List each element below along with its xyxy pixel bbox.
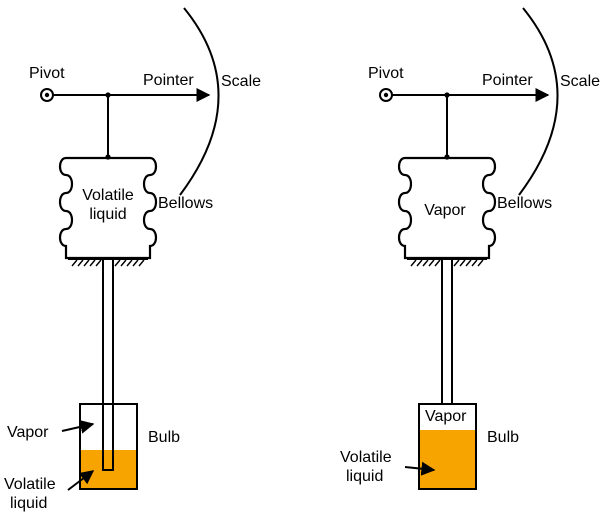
right-bulb-label: Bulb (487, 429, 519, 446)
left-diagram: Scale Pivot Pointer Volatile liquid Bell… (4, 7, 261, 512)
left-bellows-label: Bellows (158, 195, 213, 212)
right-liquid-label-line2: liquid (346, 468, 383, 485)
left-ground-hatch (68, 258, 148, 267)
left-liquid-label-line1: Volatile (4, 476, 56, 493)
right-ground-hatch (407, 258, 487, 267)
right-bellows-content: Vapor (424, 202, 466, 219)
left-pivot-center (44, 92, 50, 98)
right-capillary-tube (441, 258, 453, 405)
right-scale-label: Scale (560, 73, 600, 90)
left-bulb-outline (79, 403, 138, 490)
right-scale-arc (518, 7, 559, 196)
left-bulb-label: Bulb (148, 429, 180, 446)
left-pivot-label: Pivot (29, 65, 65, 82)
left-liquid-arrow (67, 470, 95, 491)
left-liquid-label-line2: liquid (10, 495, 47, 512)
right-pointer-label: Pointer (482, 72, 533, 89)
right-pivot-center (383, 92, 389, 98)
right-liquid-label-line1: Volatile (340, 449, 392, 466)
right-diagram: Scale Pivot Pointer Vapor Bellows (340, 7, 600, 490)
left-bellows-content-line1: Volatile (82, 187, 134, 204)
left-scale-label: Scale (221, 73, 261, 90)
right-bellows-label: Bellows (497, 195, 552, 212)
left-pointer-label: Pointer (143, 72, 194, 89)
right-bulb-liquid (419, 430, 476, 489)
right-pivot-label: Pivot (368, 65, 404, 82)
left-scale-arc (179, 7, 220, 196)
left-vapor-label: Vapor (7, 424, 49, 441)
left-capillary-tube (102, 258, 114, 471)
right-bulb-outline (418, 403, 477, 490)
left-bellows (58, 156, 158, 260)
right-bulb-vapor-label: Vapor (425, 408, 467, 425)
right-liquid-arrow (404, 461, 436, 476)
left-vapor-arrow (61, 419, 95, 434)
right-bellows (397, 156, 497, 260)
left-bellows-content-line2: liquid (89, 206, 126, 223)
